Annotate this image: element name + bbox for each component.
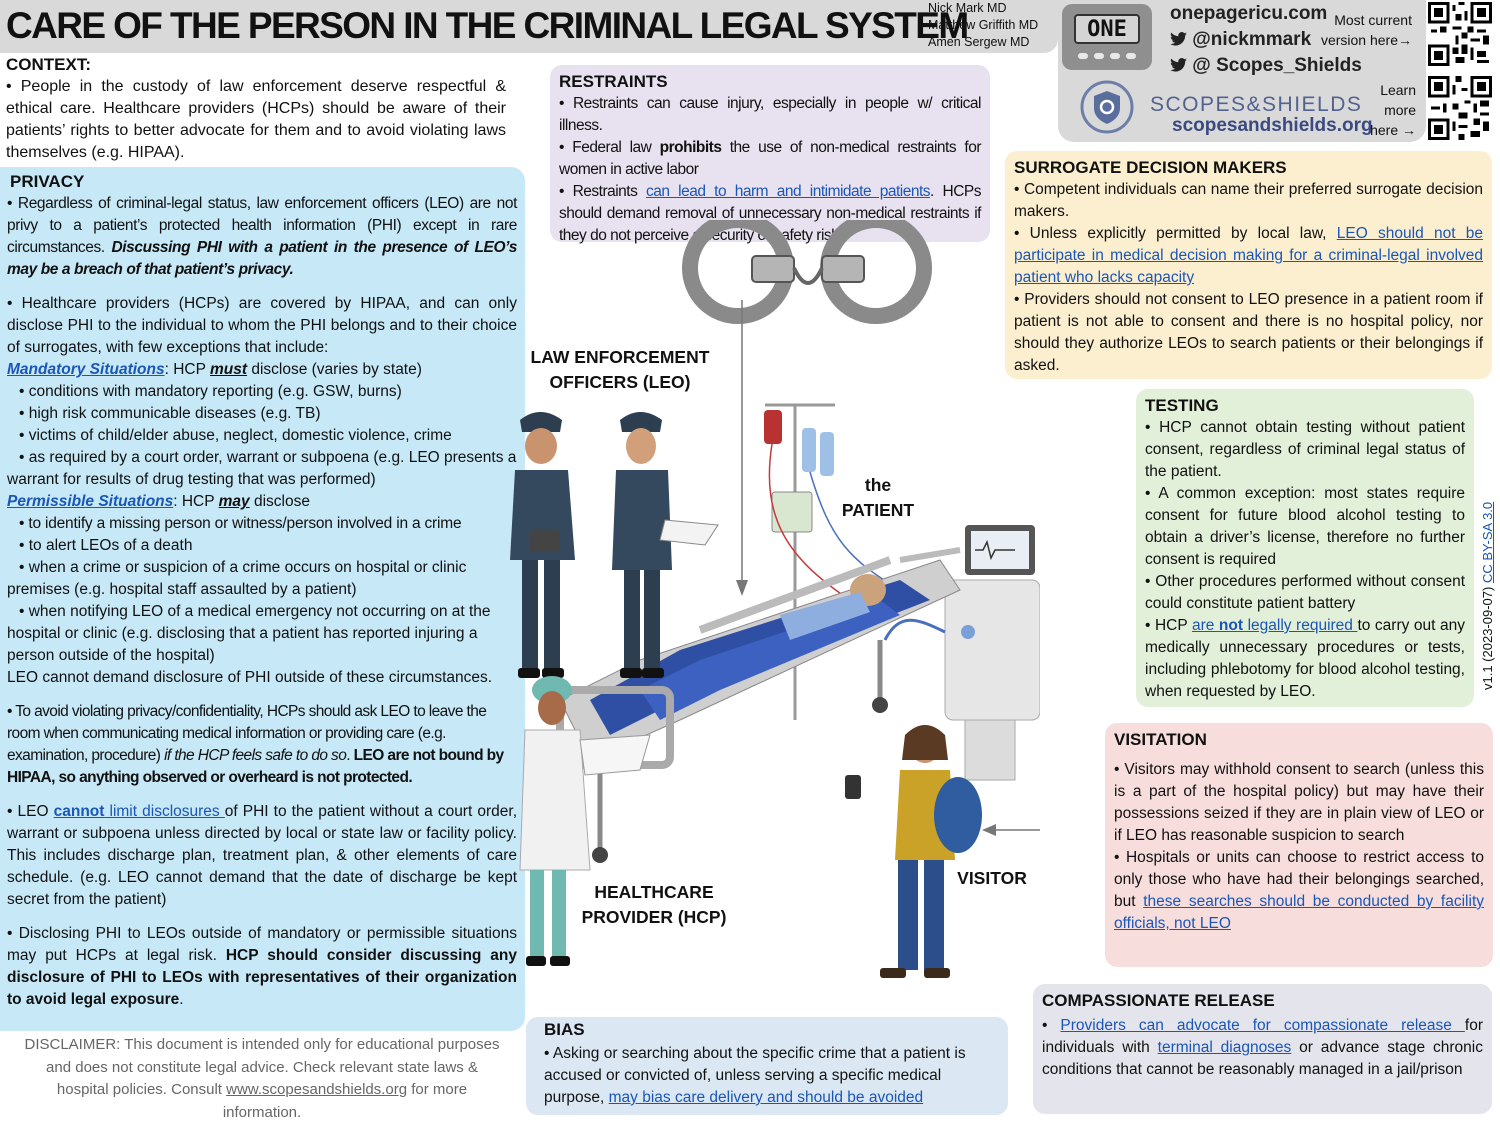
twitter-scopes[interactable]: @ Scopes_Shields: [1170, 54, 1362, 78]
handcuffs-icon: [682, 220, 932, 324]
visitation-panel: VISITATION • Visitors may withhold conse…: [1105, 723, 1493, 967]
hcp-label: HEALTHCARE PROVIDER (HCP): [581, 882, 727, 927]
cannot-demand-text: LEO cannot demand disclosure of PHI outs…: [7, 669, 493, 686]
testing-b4: • HCP are not legally required to carry …: [1145, 617, 1465, 700]
restraints-b1: • Restraints can cause injury, especiall…: [559, 95, 982, 134]
authors: Nick Mark MD Matthew Griffith MD Amen Se…: [928, 0, 1058, 51]
terminal-diagnoses-link[interactable]: terminal diagnoses: [1157, 1039, 1292, 1056]
one-logo-screen: ONE: [1074, 14, 1140, 44]
context-text: • People in the custody of law enforceme…: [6, 78, 506, 161]
learn-more-link[interactable]: Learn more here →: [1370, 82, 1416, 138]
testing-b3: • Other procedures performed without con…: [1145, 573, 1465, 612]
author-2: Matthew Griffith MD: [928, 18, 1039, 32]
mandatory-situations-link[interactable]: Mandatory Situations: [7, 361, 165, 378]
list-item: • conditions with mandatory reporting (e…: [19, 383, 402, 400]
ventilator-icon: [883, 525, 1040, 781]
bias-panel: BIAS • Asking or searching about the spe…: [526, 1017, 1008, 1115]
twitter-handle-2: @ Scopes_Shields: [1192, 55, 1362, 76]
one-logo-text: ONE: [1087, 17, 1127, 42]
testing-b1: • HCP cannot obtain testing without pati…: [1145, 419, 1465, 480]
searches-link[interactable]: these searches should be conducted by fa…: [1114, 893, 1484, 932]
testing-title: TESTING: [1145, 396, 1219, 415]
testing-b2: • A common exception: most states requir…: [1145, 485, 1465, 568]
restraints-panel: RESTRAINTS • Restraints can cause injury…: [550, 65, 990, 244]
bird-icon: [1170, 32, 1187, 46]
one-logo[interactable]: ONE: [1062, 4, 1152, 70]
privacy-p3: • To avoid violating privacy/confidentia…: [7, 703, 504, 786]
author-3: Amen Sergew MD: [928, 35, 1030, 49]
leo-label: LAW ENFORCEMENT OFFICERS (LEO): [530, 347, 710, 392]
shield-icon: [1080, 80, 1134, 134]
visitation-b2: • Hospitals or units can choose to restr…: [1114, 849, 1484, 932]
twitter-nickmmark[interactable]: @nickmmark: [1170, 28, 1311, 52]
hospital-bed-icon: [556, 547, 961, 863]
visitation-b1: • Visitors may withhold consent to searc…: [1114, 761, 1484, 844]
list-item: • as required by a court order, warrant …: [7, 449, 517, 488]
privacy-p1: • Regardless of criminal-legal status, l…: [7, 195, 517, 278]
list-item: • when a crime or suspicion of a crime o…: [7, 559, 467, 598]
page-title: CARE OF THE PERSON IN THE CRIMINAL LEGAL…: [6, 5, 969, 46]
privacy-p2: • Healthcare providers (HCPs) are covere…: [7, 295, 517, 356]
mandatory-heading: Mandatory Situations: HCP must disclose …: [7, 361, 422, 378]
disclaimer: DISCLAIMER: This document is intended on…: [24, 1036, 500, 1121]
current-version-link[interactable]: Most current version here→: [1320, 12, 1412, 48]
compassionate-release-link[interactable]: Providers can advocate for compassionate…: [1060, 1017, 1465, 1034]
mandatory-list: • conditions with mandatory reporting (e…: [7, 381, 517, 491]
bias-title: BIAS: [544, 1020, 585, 1039]
scopes-site-link[interactable]: scopesandshields.org: [1172, 115, 1373, 136]
qr-code-icon-onepager[interactable]: [1428, 2, 1492, 66]
privacy-panel: PRIVACY • Regardless of criminal-legal s…: [0, 167, 525, 1031]
qr-code-icon-scopes[interactable]: [1428, 76, 1492, 140]
hospital-scene: [510, 220, 1040, 978]
not-legally-required-link[interactable]: are not legally required: [1191, 617, 1358, 634]
version-text: v1.1 (2023-09-07): [1480, 586, 1495, 690]
doctor-icon: [519, 676, 651, 966]
surrogate-panel: SURROGATE DECISION MAKERS • Competent in…: [1005, 151, 1492, 379]
bias-link[interactable]: may bias care delivery and should be avo…: [608, 1089, 924, 1106]
permissible-situations-link[interactable]: Permissible Situations: [7, 493, 174, 510]
permissible-heading: Permissible Situations: HCP may disclose: [7, 493, 310, 510]
restraints-b2: • Federal law prohibits the use of non-m…: [559, 139, 981, 178]
testing-panel: TESTING • HCP cannot obtain testing with…: [1136, 389, 1474, 707]
privacy-p5: • Disclosing PHI to LEOs outside of mand…: [7, 925, 517, 1008]
patient-label: the PATIENT: [841, 475, 915, 520]
compassionate-panel: COMPASSIONATE RELEASE • Providers can ad…: [1033, 984, 1492, 1114]
restraints-title: RESTRAINTS: [559, 72, 668, 91]
author-1: Nick Mark MD: [928, 1, 1007, 15]
cannot-limit-link[interactable]: cannot limit disclosures: [53, 803, 225, 820]
permissible-list: • to identify a missing person or witnes…: [7, 513, 517, 667]
surrogate-b3: • Providers should not consent to LEO pr…: [1014, 291, 1483, 374]
one-logo-dots: [1078, 53, 1138, 61]
disclaimer-link[interactable]: www.scopesandshields.org: [226, 1081, 408, 1098]
bird-icon: [1170, 58, 1187, 72]
officer-icon: [510, 412, 575, 678]
context-section: CONTEXT: • People in the custody of law …: [6, 54, 506, 164]
privacy-title: PRIVACY: [10, 172, 85, 191]
restraints-harm-link[interactable]: can lead to harm and intimidate patients: [646, 183, 931, 200]
twitter-handle-1: @nickmmark: [1192, 29, 1312, 50]
header-bar: [0, 0, 1058, 53]
surrogate-title: SURROGATE DECISION MAKERS: [1014, 158, 1287, 177]
surrogate-b1: • Competent individuals can name their p…: [1014, 181, 1483, 220]
context-title: CONTEXT:: [6, 55, 91, 74]
bias-text: • Asking or searching about the specific…: [544, 1045, 966, 1106]
visitor-label: VISITOR: [957, 868, 1027, 888]
list-item: • when notifying LEO of a medical emerge…: [7, 603, 491, 664]
list-item: • to identify a missing person or witnes…: [19, 515, 462, 532]
scopes-brand: SCOPES&SHIELDS: [1150, 93, 1363, 116]
privacy-p4: • LEO cannot limit disclosures of PHI to…: [7, 803, 517, 908]
visitation-title: VISITATION: [1114, 730, 1207, 749]
compassionate-text: • Providers can advocate for compassiona…: [1042, 1017, 1483, 1078]
officer-icon: [612, 412, 719, 678]
license-link[interactable]: CC BY-SA 3.0: [1480, 501, 1495, 584]
list-item: • high risk communicable diseases (e.g. …: [19, 405, 321, 422]
list-item: • victims of child/elder abuse, neglect,…: [19, 427, 452, 444]
version-label: v1.1 (2023-09-07) CC BY-SA 3.0: [1479, 502, 1499, 690]
visitor-icon: [845, 725, 982, 978]
list-item: • to alert LEOs of a death: [19, 537, 193, 554]
surrogate-b2: • Unless explicitly permitted by local l…: [1014, 225, 1483, 286]
leo-decision-link[interactable]: LEO should not be participate in medical…: [1014, 225, 1483, 286]
site-link[interactable]: onepagericu.com: [1170, 3, 1328, 24]
compassionate-title: COMPASSIONATE RELEASE: [1042, 991, 1275, 1010]
